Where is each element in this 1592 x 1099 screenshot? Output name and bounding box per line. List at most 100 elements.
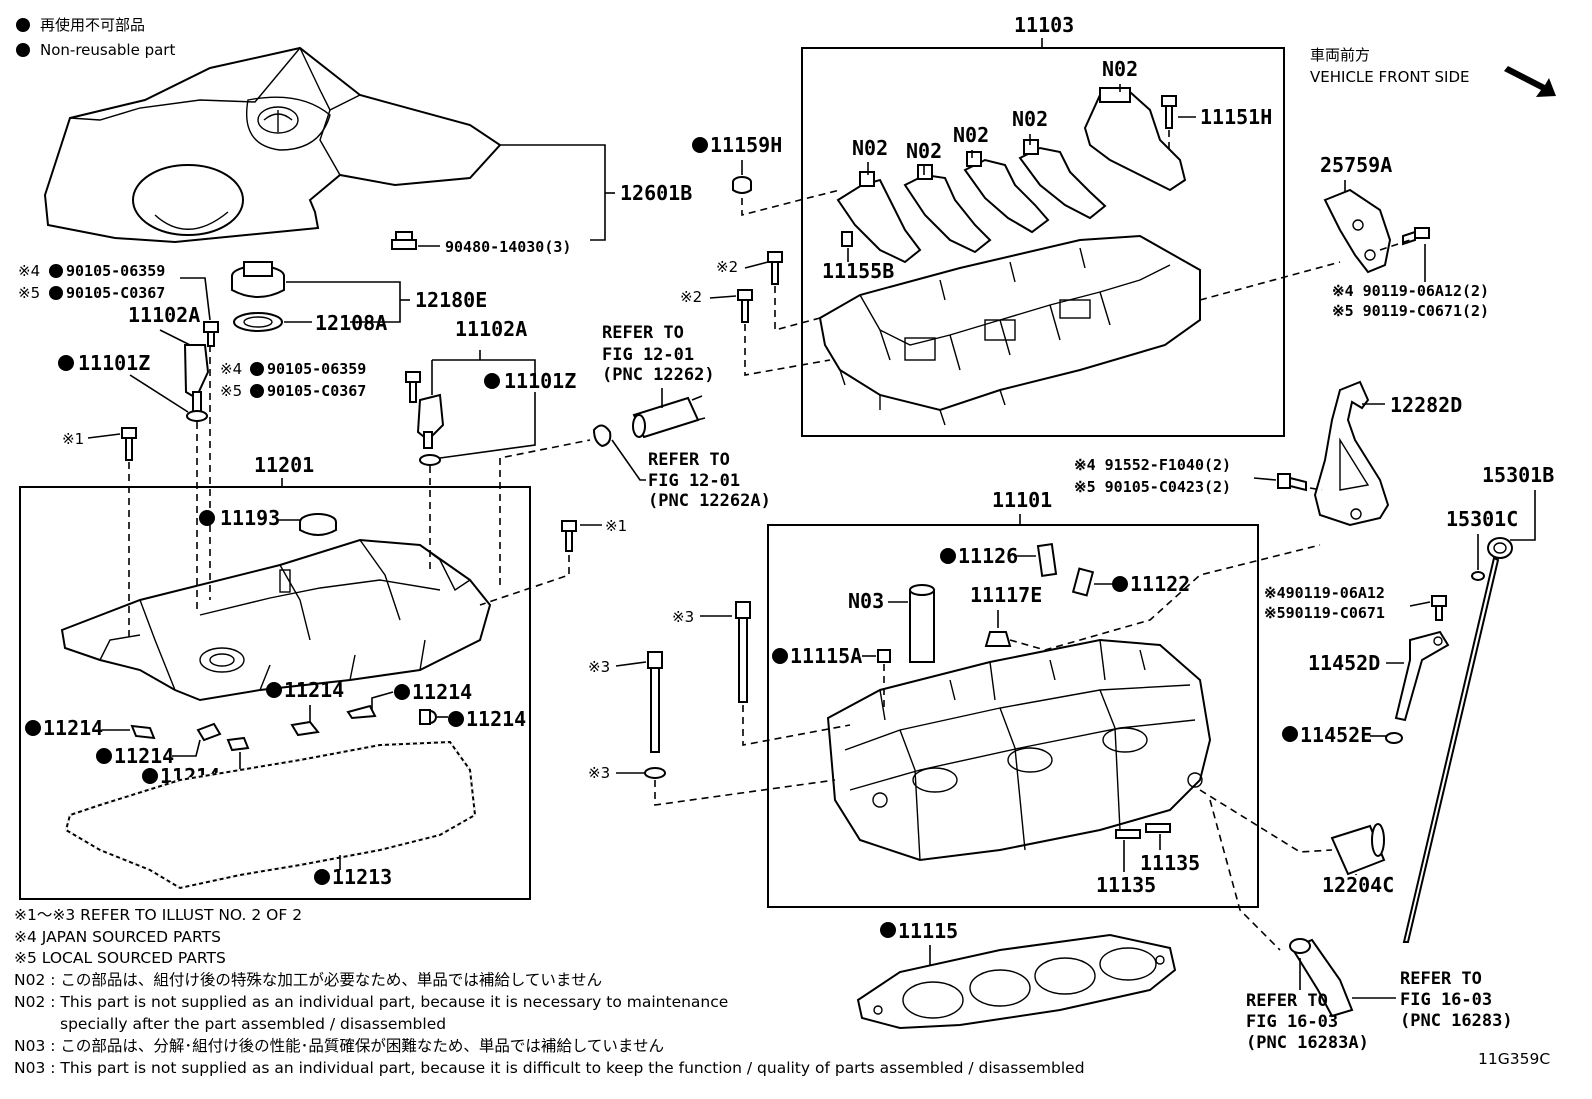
label-90105-C0423[interactable]: ※5 90105-C0423(2) bbox=[1074, 478, 1231, 496]
label-11159H[interactable]: 11159H bbox=[710, 133, 782, 157]
ref2-line3[interactable]: (PNC 12262A) bbox=[648, 491, 771, 511]
oil-filler-cap-part[interactable] bbox=[231, 261, 285, 298]
label-90119-C0671[interactable]: ※590119-C0671 bbox=[1264, 604, 1385, 622]
head-bolt-mark3-mid-part[interactable] bbox=[647, 651, 663, 753]
oil-dipstick-part[interactable] bbox=[1402, 537, 1513, 943]
bolt-mark1-right-part[interactable] bbox=[561, 520, 577, 552]
label-11193[interactable]: 11193 bbox=[220, 506, 280, 530]
label-15301B[interactable]: 15301B bbox=[1482, 463, 1554, 487]
head-bolt-mark3-top-part[interactable] bbox=[735, 601, 751, 703]
label-11214-d[interactable]: 11214 bbox=[43, 716, 103, 740]
label-90105-C0367-left[interactable]: 90105-C0367 bbox=[66, 284, 165, 302]
box-label-11101[interactable]: 11101 bbox=[992, 488, 1052, 512]
label-90105-06359-left[interactable]: 90105-06359 bbox=[66, 262, 165, 280]
label-11102A-left[interactable]: 11102A bbox=[128, 303, 200, 327]
gasket-11214-c-part[interactable] bbox=[419, 709, 437, 725]
label-11101Z-right[interactable]: 11101Z bbox=[504, 369, 576, 393]
pin-11126-part[interactable] bbox=[1036, 543, 1058, 577]
label-15301C[interactable]: 15301C bbox=[1446, 507, 1518, 531]
label-11155B[interactable]: 11155B bbox=[822, 259, 894, 283]
bolt-mark2-bottom-part[interactable] bbox=[737, 289, 753, 323]
label-90105-C0367-mid[interactable]: 90105-C0367 bbox=[267, 382, 366, 400]
label-11452E[interactable]: 11452E bbox=[1300, 723, 1372, 747]
bearing-cap-5-part[interactable] bbox=[1083, 87, 1187, 192]
label-12180E[interactable]: 12180E bbox=[415, 288, 487, 312]
gasket-11214-a-part[interactable] bbox=[290, 720, 320, 737]
label-90119-06A12[interactable]: ※490119-06A12 bbox=[1264, 584, 1385, 602]
bracket-25759A-part[interactable] bbox=[1323, 188, 1392, 274]
label-90119-C0671-2[interactable]: ※5 90119-C0671(2) bbox=[1332, 302, 1489, 320]
camshaft-housing-part[interactable] bbox=[818, 234, 1201, 426]
label-12108A[interactable]: 12108A bbox=[315, 311, 387, 335]
pin-11135-b-part[interactable] bbox=[1145, 823, 1171, 833]
label-n02-2[interactable]: N02 bbox=[906, 139, 942, 163]
sensor-bolt-mid-part[interactable] bbox=[405, 371, 421, 403]
pin-11155B-part[interactable] bbox=[841, 231, 853, 247]
pin-11115A-part[interactable] bbox=[877, 649, 891, 663]
label-25759A[interactable]: 25759A bbox=[1320, 153, 1392, 177]
bolt-mark1-left-part[interactable] bbox=[121, 427, 137, 461]
label-11151H[interactable]: 11151H bbox=[1200, 105, 1272, 129]
label-n02-4[interactable]: N02 bbox=[1012, 107, 1048, 131]
cylinder-head-cover-part[interactable] bbox=[60, 538, 492, 702]
label-11214-e[interactable]: 11214 bbox=[114, 744, 174, 768]
ref4-line2[interactable]: FIG 16-03 bbox=[1400, 990, 1492, 1010]
o-ring-11452E-part[interactable] bbox=[1385, 732, 1403, 744]
label-12204C[interactable]: 12204C bbox=[1322, 873, 1394, 897]
sleeve-n03-part[interactable] bbox=[909, 584, 935, 663]
label-11214-a[interactable]: 11214 bbox=[284, 678, 344, 702]
label-12282D[interactable]: 12282D bbox=[1390, 393, 1462, 417]
bolt-11151H-part[interactable] bbox=[1161, 95, 1177, 129]
pin-11122-part[interactable] bbox=[1071, 567, 1095, 597]
label-11122[interactable]: 11122 bbox=[1130, 572, 1190, 596]
ref1-line3[interactable]: (PNC 12262) bbox=[602, 365, 715, 385]
cylinder-head-part[interactable] bbox=[826, 638, 1212, 862]
bearing-cap-4-part[interactable] bbox=[1018, 139, 1107, 220]
ref1-line2[interactable]: FIG 12-01 bbox=[602, 345, 694, 365]
gasket-11214-d-part[interactable] bbox=[130, 724, 156, 740]
bearing-cap-2-part[interactable] bbox=[903, 164, 992, 254]
bearing-cap-1-part[interactable] bbox=[836, 171, 922, 264]
label-90105-06359-mid[interactable]: 90105-06359 bbox=[267, 360, 366, 378]
ref4-line1[interactable]: REFER TO bbox=[1400, 969, 1482, 989]
gasket-11214-f-part[interactable] bbox=[226, 736, 250, 752]
grommet-part[interactable] bbox=[391, 231, 417, 250]
label-11214-c[interactable]: 11214 bbox=[466, 707, 526, 731]
dipstick-guide-part[interactable] bbox=[1394, 630, 1450, 722]
water-hose-part[interactable] bbox=[1289, 938, 1354, 1018]
bolt-91552-part[interactable] bbox=[1277, 473, 1307, 492]
plug-11193-part[interactable] bbox=[299, 513, 337, 536]
ref4-line3[interactable]: (PNC 16283) bbox=[1400, 1011, 1513, 1031]
label-11101Z-left[interactable]: 11101Z bbox=[78, 351, 150, 375]
cylinder-head-gasket-part[interactable] bbox=[856, 933, 1177, 1030]
cap-gasket-part[interactable] bbox=[233, 312, 283, 332]
pcv-hose-part[interactable] bbox=[632, 395, 706, 439]
o-ring-15301C-part[interactable] bbox=[1471, 571, 1485, 581]
label-n02-3[interactable]: N02 bbox=[953, 123, 989, 147]
label-11115[interactable]: 11115 bbox=[898, 919, 958, 943]
label-n03[interactable]: N03 bbox=[848, 589, 884, 613]
engine-cover-part[interactable] bbox=[43, 46, 502, 244]
label-n02-5[interactable]: N02 bbox=[1102, 57, 1138, 81]
gasket-11214-e-part[interactable] bbox=[196, 722, 222, 742]
label-12601B[interactable]: 12601B bbox=[620, 181, 692, 205]
label-11135-b[interactable]: 11135 bbox=[1140, 851, 1200, 875]
ref2-line1[interactable]: REFER TO bbox=[648, 450, 730, 470]
label-n02-1[interactable]: N02 bbox=[852, 136, 888, 160]
o-ring-right-part[interactable] bbox=[419, 454, 441, 466]
bolt-mark2-top-part[interactable] bbox=[767, 251, 783, 285]
cam-sensor-left-part[interactable] bbox=[183, 344, 210, 413]
ref2-line2[interactable]: FIG 12-01 bbox=[648, 471, 740, 491]
pcv-valve-12204C-part[interactable] bbox=[1330, 823, 1386, 876]
label-11117E[interactable]: 11117E bbox=[970, 583, 1042, 607]
label-11115A[interactable]: 11115A bbox=[790, 644, 862, 668]
label-91552[interactable]: ※4 91552-F1040(2) bbox=[1074, 456, 1231, 474]
seal-11159H-part[interactable] bbox=[732, 176, 752, 194]
plug-11117E-part[interactable] bbox=[984, 631, 1012, 647]
label-90119-06A12-2[interactable]: ※4 90119-06A12(2) bbox=[1332, 282, 1489, 300]
sensor-bolt-left-part[interactable] bbox=[203, 321, 219, 347]
label-11135-a[interactable]: 11135 bbox=[1096, 873, 1156, 897]
box-label-11201[interactable]: 11201 bbox=[254, 453, 314, 477]
pin-11135-a-part[interactable] bbox=[1115, 829, 1141, 839]
bolt-90119-dipstick-part[interactable] bbox=[1431, 595, 1447, 621]
